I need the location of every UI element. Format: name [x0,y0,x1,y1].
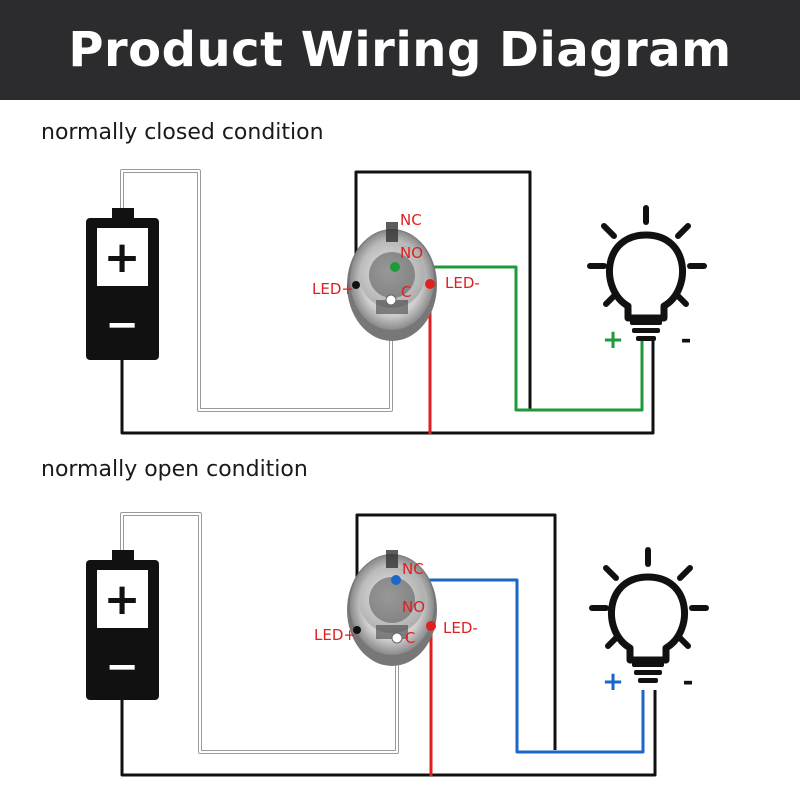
header-banner: Product Wiring Diagram [0,0,800,100]
terminal-label-c: C [401,283,411,301]
push-button-switch-icon [347,550,437,666]
push-button-switch-icon [347,222,437,341]
terminal-label-led-plus: LED+ [314,626,356,644]
terminal-label-led-minus: LED- [445,274,480,292]
lamp-minus-symbol: - [681,325,692,355]
page-title: Product Wiring Diagram [68,22,732,78]
battery-icon: + − [86,550,159,700]
wire-black-led-plus-loop [355,513,557,750]
terminal-label-no: NO [400,244,423,262]
terminal-label-nc: NC [400,211,422,229]
terminal-label-nc: NC [402,560,424,578]
wire-black-battery-to-lamp [120,690,657,777]
terminal-label-led-plus: LED+ [312,280,354,298]
battery-plus-symbol: + [104,232,141,283]
wire-blue-nc-to-lamp [396,578,645,754]
section-label-normally-closed: normally closed condition [41,120,324,145]
light-bulb-icon [589,547,709,683]
wire-black-battery-to-lamp [120,340,655,435]
light-bulb-icon [587,205,707,341]
terminal-label-led-minus: LED- [443,619,478,637]
section-normally-open: + − NC NO LED+ LED- C [86,512,709,777]
battery-plus-symbol: + [104,574,141,625]
battery-minus-symbol: − [105,644,139,690]
lamp-minus-symbol: - [683,667,694,697]
wire-green-no-to-lamp [395,265,644,412]
section-normally-closed: + − NC NO LED+ LED- C [86,169,707,435]
lamp-plus-symbol: + [602,325,624,355]
battery-icon: + − [86,208,159,360]
terminal-label-no: NO [402,598,425,616]
wire-black-led-plus-loop [354,170,532,410]
section-label-normally-open: normally open condition [41,457,308,482]
lamp-plus-symbol: + [602,667,624,697]
terminal-label-c: C [405,629,415,647]
battery-minus-symbol: − [105,302,139,348]
